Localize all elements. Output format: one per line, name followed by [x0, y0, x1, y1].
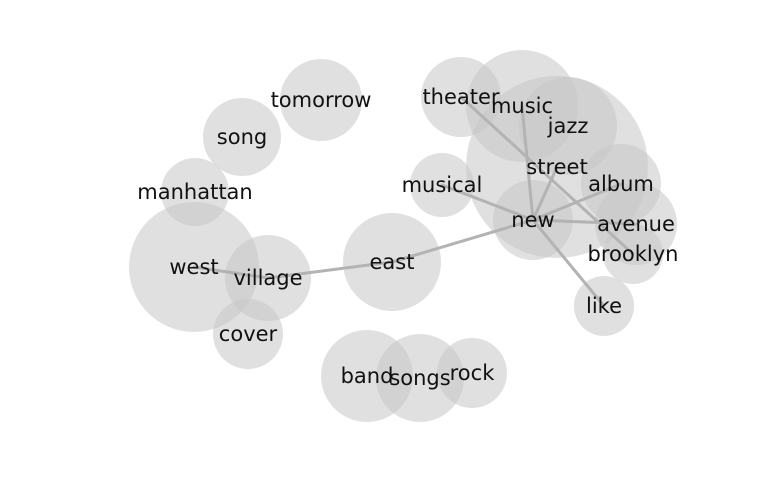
edge-musical-new — [440, 183, 535, 222]
edge-theater-brooklyn — [459, 95, 635, 256]
node-label-avenue: avenue — [597, 212, 675, 236]
node-label-musical: musical — [402, 173, 483, 197]
node-label-album: album — [588, 172, 654, 196]
node-label-theater: theater — [422, 85, 499, 109]
node-circle-tomorrow — [280, 59, 362, 141]
graph-edges — [192, 95, 638, 308]
edge-east-new — [390, 218, 535, 264]
node-label-music: music — [491, 94, 553, 118]
node-circle-song — [203, 98, 281, 176]
node-label-street: street — [526, 155, 587, 179]
edge-avenue-new — [531, 218, 638, 226]
node-label-brooklyn: brooklyn — [588, 242, 679, 266]
node-label-like: like — [586, 294, 622, 318]
node-label-manhattan: manhattan — [137, 180, 252, 204]
node-label-east: east — [370, 250, 415, 274]
node-label-west: west — [169, 255, 218, 279]
node-label-tomorrow: tomorrow — [271, 88, 372, 112]
edge-west-village — [192, 265, 270, 280]
edge-music-new — [520, 104, 535, 222]
node-label-cover: cover — [219, 322, 278, 346]
edge-street-new — [531, 165, 559, 222]
node-label-new: new — [511, 208, 554, 232]
node-label-village: village — [233, 266, 302, 290]
edge-like-new — [531, 218, 606, 308]
node-label-rock: rock — [450, 361, 496, 385]
node-label-jazz: jazz — [547, 114, 589, 138]
node-circle-cover — [213, 299, 283, 369]
node-circle-rock — [437, 338, 507, 408]
node-circle-manhattan — [161, 158, 229, 226]
node-label-song: song — [217, 125, 267, 149]
node-label-songs: songs — [389, 366, 450, 390]
edge-village-east — [266, 260, 394, 280]
node-label-band: band — [341, 364, 394, 388]
node-circle-jazz — [519, 77, 617, 175]
